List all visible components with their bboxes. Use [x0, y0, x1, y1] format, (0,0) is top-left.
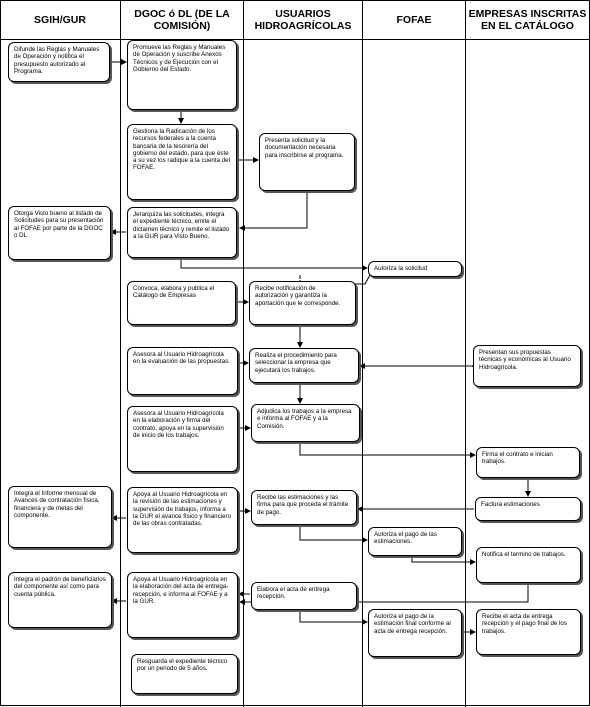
lane-header-dgoc-dl: DGOC ó DL (DE LA COMISIÓN)	[134, 8, 230, 32]
lane-header-usuarios: USUARIOS HIDROAGRÍCOLAS	[254, 8, 352, 32]
arrow-b20-b21	[411, 556, 476, 565]
step-integra-padron: Integra el padrón de beneficiarios del c…	[8, 572, 112, 628]
step-gestiona-radicacion: Gestiona la Radicación de los recursos f…	[127, 124, 237, 200]
step-integra-informe: Integra el Informe mensual de Avances de…	[8, 486, 112, 548]
step-notifica-termino: Notifica el termino de trabajos.	[476, 547, 581, 583]
step-autoriza-pago: Autoriza el pago de las estimaciones.	[368, 527, 462, 556]
step-asesora-contrato: Asesora al Usuario Hidroagrícola en la e…	[127, 406, 238, 472]
lane-header-empresas: EMPRESAS INSCRITAS EN EL CATÁLOGO	[468, 8, 587, 32]
step-presentan-propuestas: Presentan sus propuestas técnicas y econ…	[473, 345, 581, 387]
step-presenta-solicitud: Presenta solicitud y la documentación ne…	[259, 133, 355, 191]
step-asesora-evaluacion: Asesora al Usuario Hidroagrícola en la e…	[127, 347, 238, 395]
lane-header-sgih-gur: SGIH/GUR	[34, 14, 86, 26]
step-recibe-acta: Recibe el acta de entrega recepción y el…	[476, 609, 581, 655]
step-adjudica-trabajos: Adjudica los trabajos a la empresa e inf…	[251, 404, 360, 442]
step-otorga-visto-bueno: Otorga Visto bueno al listado de Solicit…	[8, 206, 111, 260]
step-factura-estimaciones: Factura estimaciones	[475, 497, 581, 521]
arrow-b6-b7	[180, 258, 368, 271]
arrow-b18-b20	[299, 525, 368, 543]
arrow-b14-b15	[299, 442, 476, 458]
step-convoca-catalogo: Convoca, elabora y publica el Catálogo d…	[127, 281, 236, 325]
step-apoya-revision: Apoya al Usuario Hidroagrícola en la rev…	[127, 487, 238, 553]
arrow-b4-b6	[239, 191, 308, 231]
step-firma-contrato: Firma el contrato e inician trabajos.	[476, 447, 580, 478]
step-jerarquiza-solicitudes: Jerarquiza las solicitudes, integra el e…	[127, 207, 237, 258]
step-recibe-notificacion: Recibe notificación de autorización y ga…	[249, 281, 356, 325]
step-autoriza-pago-final: Autoriza el pago de la estimación final …	[368, 609, 462, 657]
lane-header-fofae: FOFAE	[396, 14, 432, 26]
step-autoriza-solicitud: Autoriza la solicitud	[368, 261, 462, 277]
step-promueve-reglas: Promueve las Reglas y Manuales de Operac…	[127, 40, 237, 110]
step-apoya-acta: Apoya al Usuario Hidroagrícola en la ela…	[127, 572, 238, 638]
step-recibe-estimaciones: Recibe las estimaciones y las firma para…	[251, 490, 357, 525]
step-elabora-acta: Elabora el acta de entrega recepción.	[251, 582, 357, 610]
step-difunde-reglas: Difunde las Reglas y Manuales de Operaci…	[8, 42, 110, 82]
arrow-b24-b25	[299, 610, 368, 625]
step-realiza-procedimiento: Realiza el procedimiento para selecciona…	[249, 348, 359, 383]
step-resguarda-expediente: Resguarda el expediente técnico por un p…	[131, 654, 238, 694]
